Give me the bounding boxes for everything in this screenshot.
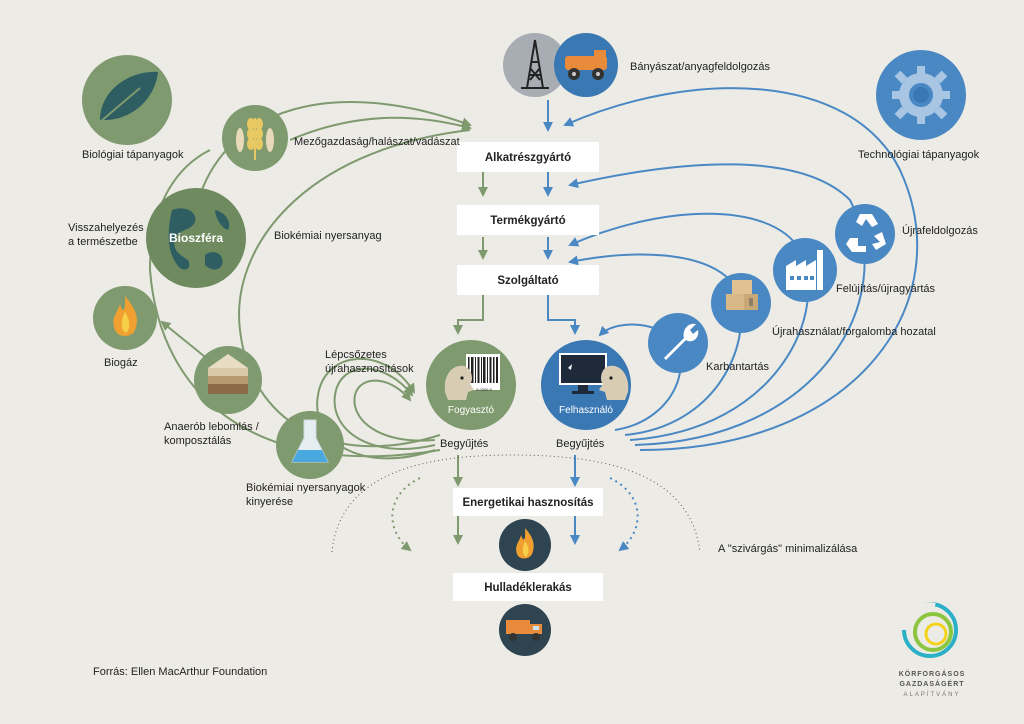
recycle-icon — [835, 204, 895, 264]
restoration-label-line1: Visszahelyezés — [68, 222, 144, 234]
soil-layers-icon — [194, 346, 262, 414]
user-label: Felhasználó — [559, 405, 613, 416]
energy-recovery-box — [453, 488, 603, 516]
gear-icon — [876, 50, 966, 140]
monitor-icon — [559, 353, 607, 394]
biosphere-label: Bioszféra — [169, 231, 223, 245]
energy-recovery-label: Energetikai hasznosítás — [462, 497, 593, 509]
product-manufacturer-label: Termékgyártó — [490, 215, 565, 227]
anaerobic-label-line1: Anaerób lebomlás / — [164, 421, 260, 433]
reuse-label: Újrahasználat/forgalomba hozatal — [772, 325, 936, 338]
anaerobic-label-line2: komposztálás — [164, 435, 232, 447]
value-chain-boxes: Alkatrészgyártó Termékgyártó Szolgáltató… — [453, 142, 603, 601]
boxes-icon — [711, 273, 771, 333]
landfill-label: Hulladéklerakás — [484, 582, 572, 594]
extraction-label-line2: kinyerése — [246, 496, 293, 508]
extraction-label-line1: Biokémiai nyersanyagok — [246, 482, 366, 494]
factory-icon — [773, 238, 837, 302]
mining-label: Bányászat/anyagfeldolgozás — [630, 61, 771, 73]
biochem-feedstock-label: Biokémiai nyersanyag — [274, 230, 382, 242]
logo-line2: GAZDASÁGÉRT — [899, 679, 964, 688]
recycle-label: Újrafeldolgozás — [902, 224, 978, 237]
spiral-logo-icon — [901, 602, 958, 658]
barcode-number: 5 0006 9 — [476, 387, 492, 392]
logo-line1: KÖRFORGÁSOS — [899, 669, 966, 678]
tech-nutrients-label: Technológiai tápanyagok — [858, 149, 980, 161]
service-provider-label: Szolgáltató — [497, 275, 558, 287]
landfill-truck-icon — [499, 604, 551, 656]
user-node — [541, 340, 631, 430]
agriculture-label: Mezőgazdaság/halászat/vadászat — [294, 136, 460, 148]
bio-nutrients-label: Biológiai tápanyagok — [82, 149, 184, 161]
source-label: Forrás: Ellen MacArthur Foundation — [93, 666, 267, 678]
leaf-icon — [82, 55, 172, 145]
consumer-label: Fogyasztó — [448, 405, 495, 416]
flame-icon — [93, 286, 157, 350]
parts-manufacturer-label: Alkatrészgyártó — [485, 152, 571, 164]
barcode-icon: 5 0006 9 — [466, 354, 500, 392]
leakage-label: A "szivárgás" minimalizálása — [718, 543, 858, 555]
landfill-box — [453, 573, 603, 601]
collection-right-label: Begyűjtés — [556, 438, 605, 450]
flask-icon — [276, 411, 344, 479]
wrench-icon — [648, 313, 708, 373]
wheat-fish-icon — [222, 105, 288, 171]
refurbish-label: Felújítás/újragyártás — [836, 283, 936, 295]
maintenance-label: Karbantartás — [706, 361, 769, 373]
cascades-label-line1: Lépcsőzetes — [325, 349, 387, 361]
consumer-node: 5 0006 9 — [426, 340, 516, 430]
globe-icon — [146, 188, 246, 288]
parts-manufacturer-box — [457, 142, 599, 172]
service-provider-box — [457, 265, 599, 295]
dump-truck-icon — [554, 33, 618, 97]
biogas-label: Biogáz — [104, 357, 138, 369]
oil-rig-icon — [503, 33, 567, 97]
collection-left-label: Begyűjtés — [440, 438, 489, 450]
cascades-label-line2: újrahasznosítások — [325, 363, 414, 375]
restoration-label-line2: a természetbe — [68, 236, 138, 248]
logo-line3: ALAPÍTVÁNY — [903, 691, 960, 698]
energy-flame-icon — [499, 519, 551, 571]
product-manufacturer-box — [457, 205, 599, 235]
